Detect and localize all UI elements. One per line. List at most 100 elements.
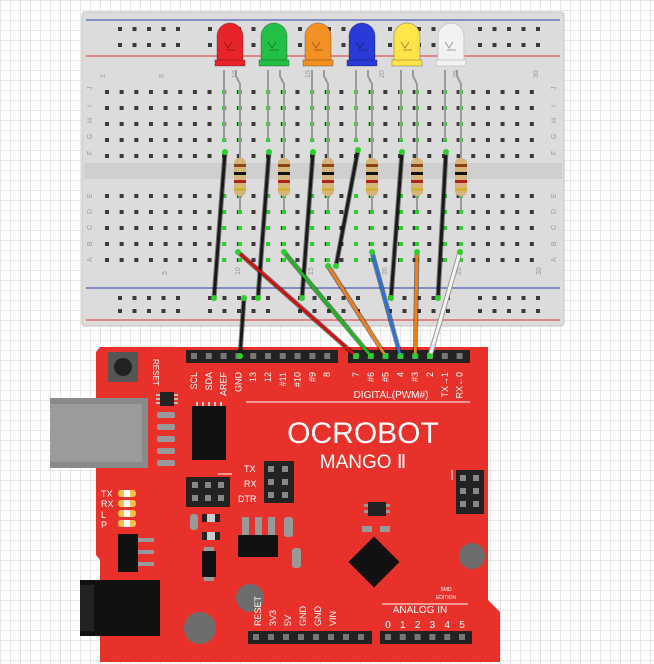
connected-hole (326, 242, 330, 246)
hole (515, 122, 520, 126)
hole (134, 210, 139, 214)
hole (163, 106, 168, 110)
hole (105, 122, 109, 126)
led-white (437, 22, 465, 65)
hole (471, 106, 476, 110)
wire-end (299, 295, 305, 301)
resistor-band (455, 164, 467, 167)
hole (119, 242, 124, 246)
hole (119, 210, 124, 214)
rail-hole (118, 27, 122, 31)
hole (207, 242, 212, 246)
hole (500, 90, 505, 94)
resistor-band (234, 172, 246, 175)
wire-end (237, 353, 243, 359)
hole (148, 138, 153, 142)
hole (529, 90, 534, 94)
rail-hole (176, 309, 180, 313)
hole (251, 90, 256, 94)
led-die (355, 41, 367, 51)
gnd-wire (238, 296, 246, 358)
icsp-label-tx: TX (244, 464, 256, 474)
resistor-band (234, 164, 246, 167)
connected-hole (370, 242, 374, 246)
resistor-band (411, 188, 423, 191)
hole (515, 226, 520, 230)
hole (471, 138, 476, 142)
signal-wire-pin-1 (282, 250, 373, 358)
hole (295, 138, 300, 142)
rail-hole (298, 27, 302, 31)
hole (427, 106, 432, 110)
power-pin-label: GND (298, 606, 308, 627)
pin-label: SDA (204, 372, 214, 391)
hole (485, 226, 490, 230)
header-pin (309, 353, 316, 359)
hole (148, 242, 153, 246)
hole (412, 90, 417, 94)
hole (178, 154, 183, 158)
hole (295, 122, 300, 126)
row-letter: H (87, 118, 94, 123)
led-label-rx: RX (101, 499, 114, 509)
row-letter: A (87, 257, 94, 262)
hole (295, 210, 300, 214)
wire-end (281, 249, 287, 255)
row-letter: C (551, 225, 558, 230)
rail-hole (118, 296, 122, 300)
resistor-band (411, 180, 423, 183)
resistor-band (322, 180, 334, 183)
rail-hole (266, 309, 270, 313)
header-pin (456, 353, 463, 359)
mounting-hole (236, 584, 264, 612)
col-number-bottom: 20 (382, 267, 389, 275)
hole (251, 106, 256, 110)
jumper-wires (211, 147, 463, 359)
led-leg (279, 70, 285, 140)
hole (163, 226, 168, 230)
wire-end (397, 353, 404, 359)
header-pin (429, 634, 436, 640)
hole (192, 106, 197, 110)
connected-hole (282, 258, 286, 262)
row-letter: D (551, 209, 558, 214)
hole (515, 242, 520, 246)
hole (529, 242, 534, 246)
hole (383, 226, 388, 230)
signal-wire-pin-4 (413, 250, 419, 358)
hole (207, 122, 212, 126)
header-pin (328, 634, 334, 640)
hole (412, 194, 417, 198)
rail-hole (536, 27, 540, 31)
hole (412, 242, 417, 246)
rail-hole (388, 43, 392, 47)
hole (134, 226, 139, 230)
rail-hole (341, 27, 346, 31)
hole (163, 154, 168, 158)
hole (500, 154, 505, 158)
rail-hole (266, 296, 270, 300)
hole (134, 258, 139, 262)
connected-hole (443, 226, 447, 230)
hole (515, 194, 520, 198)
hole (339, 154, 344, 158)
rail-hole (446, 309, 450, 313)
rail-hole (327, 27, 331, 31)
rail-hole (208, 27, 212, 31)
hole (485, 106, 490, 110)
hole (119, 258, 124, 262)
rail-hole (251, 296, 256, 300)
hole (471, 122, 476, 126)
led-die (311, 41, 323, 51)
rail-hole (431, 43, 436, 47)
rail-hole (298, 309, 302, 313)
hole (427, 226, 432, 230)
pin-label: AREF (219, 372, 229, 397)
rail-hole (521, 43, 526, 47)
hole (500, 106, 505, 110)
led-rim (435, 59, 467, 67)
led-yellow (393, 22, 421, 65)
hole (148, 210, 153, 214)
hole (500, 122, 505, 126)
rail-hole (431, 27, 436, 31)
